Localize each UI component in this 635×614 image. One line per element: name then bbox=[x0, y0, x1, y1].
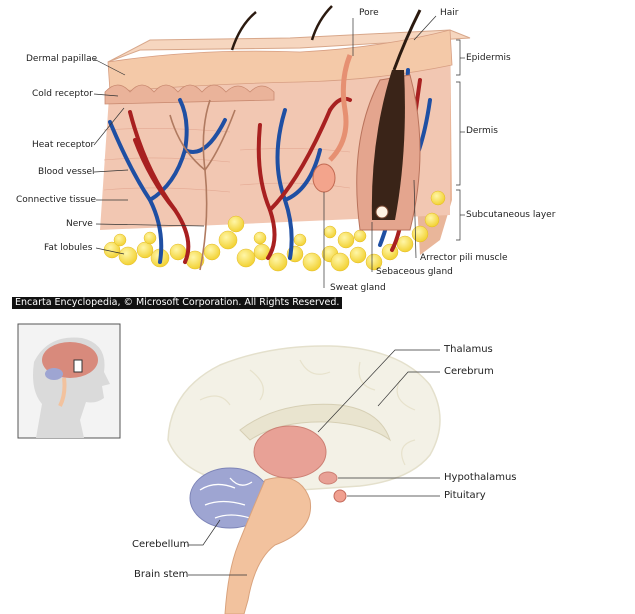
hair-follicle bbox=[356, 9, 422, 231]
label-thalamus: Thalamus bbox=[444, 344, 493, 355]
label-cerebellum: Cerebellum bbox=[132, 539, 190, 550]
label-pore: Pore bbox=[359, 8, 379, 18]
nerves bbox=[169, 99, 236, 271]
label-dermal-papillae: Dermal papillae bbox=[26, 54, 98, 64]
epidermis-layer bbox=[107, 29, 453, 93]
head-inset bbox=[17, 323, 121, 439]
label-blood-vessel: Blood vessel bbox=[38, 167, 95, 177]
label-brain-stem: Brain stem bbox=[134, 569, 189, 580]
label-sebaceous-gland: Sebaceous gland bbox=[376, 267, 453, 277]
label-epidermis: Epidermis bbox=[466, 53, 511, 63]
cerebrum-folds bbox=[199, 359, 416, 466]
fat-lobules bbox=[103, 190, 446, 272]
label-heat-receptor: Heat receptor bbox=[32, 140, 95, 150]
sweat-gland bbox=[312, 54, 353, 193]
label-arrector-pili-muscle: Arrector pili muscle bbox=[420, 253, 508, 263]
brain-stem bbox=[224, 477, 312, 614]
dermal-papillae-wave bbox=[104, 84, 275, 105]
hair-shaft bbox=[392, 9, 422, 71]
corpus-callosum bbox=[239, 403, 391, 442]
label-hypothalamus: Hypothalamus bbox=[444, 472, 517, 483]
label-sweat-gland: Sweat gland bbox=[330, 283, 386, 293]
pituitary bbox=[333, 489, 347, 503]
label-nerve: Nerve bbox=[66, 219, 93, 229]
label-dermis: Dermis bbox=[466, 126, 498, 136]
surface-hairs bbox=[230, 5, 333, 51]
skin-leader-lines bbox=[93, 15, 465, 288]
hypothalamus bbox=[318, 471, 338, 485]
label-cerebrum: Cerebrum bbox=[444, 366, 494, 377]
label-pituitary: Pituitary bbox=[444, 490, 486, 501]
copyright-credit: Encarta Encyclopedia, © Microsoft Corpor… bbox=[12, 297, 343, 309]
label-cold-receptor: Cold receptor bbox=[32, 89, 93, 99]
skin-surface-top bbox=[107, 29, 471, 63]
label-subcutaneous-layer: Subcutaneous layer bbox=[466, 210, 556, 220]
cerebellum-folds bbox=[199, 477, 253, 519]
label-hair: Hair bbox=[440, 8, 459, 18]
brain-leader-lines bbox=[188, 349, 440, 576]
thalamus bbox=[253, 425, 327, 479]
label-connective-tissue: Connective tissue bbox=[16, 195, 97, 205]
label-fat-lobules: Fat lobules bbox=[44, 243, 93, 253]
